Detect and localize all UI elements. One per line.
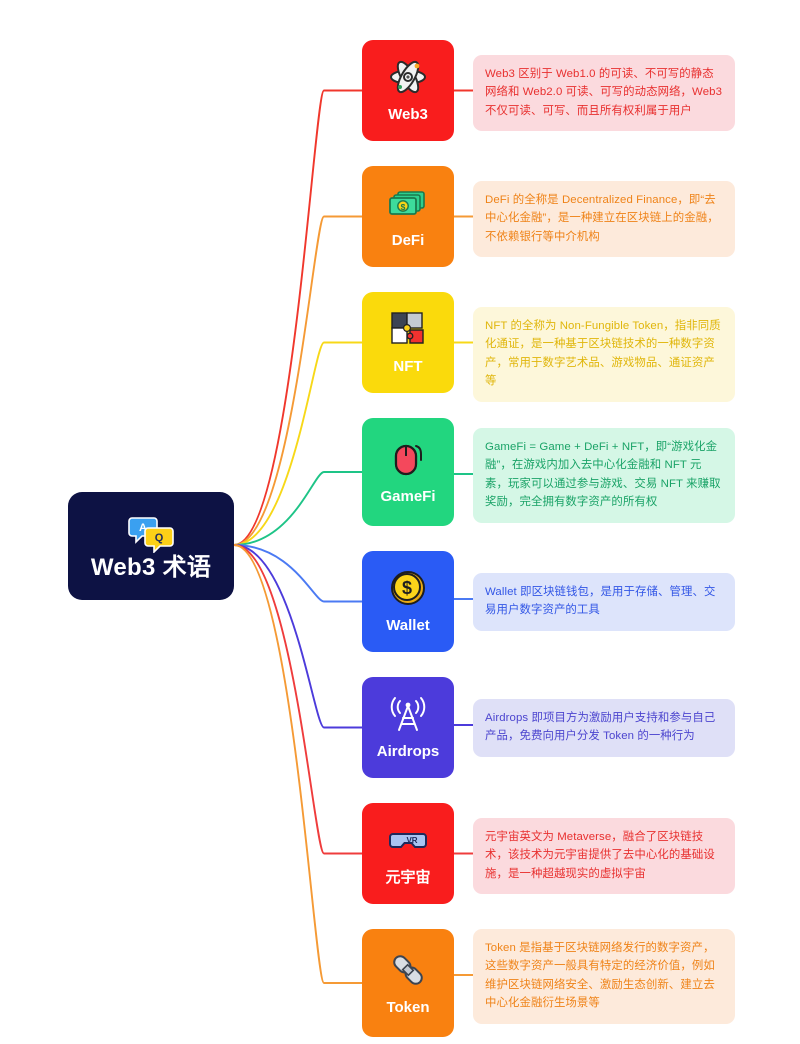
node-label-nft: NFT [393, 358, 423, 376]
description-defi: DeFi 的全称是 Decentralized Finance，即“去中心化金融… [473, 181, 735, 258]
node-gamefi[interactable]: GameFi [362, 418, 454, 526]
root-node-web3-terms[interactable]: A Q Web3 术语 [68, 492, 234, 600]
node-token[interactable]: Token [362, 929, 454, 1037]
banknotes-icon: $ [388, 183, 428, 223]
description-airdrops: Airdrops 即项目方为激励用户支持和参与自己产品，免费向用户分发 Toke… [473, 699, 735, 757]
node-label-defi: DeFi [391, 232, 425, 250]
description-web3: Web3 区别于 Web1.0 的可读、不可写的静态网络和 Web2.0 可读、… [473, 55, 735, 132]
node-label-wallet: Wallet [386, 617, 430, 635]
connector-root-to-gamefi [233, 471, 363, 546]
description-text-nft: NFT 的全称为 Non-Fungible Token，指非同质化通证，是一种基… [485, 320, 721, 388]
connector-root-to-nft [233, 341, 363, 546]
node-metaverse[interactable]: VR 元宇宙 [362, 803, 454, 904]
svg-text:$: $ [401, 202, 406, 212]
atom-icon [388, 57, 428, 97]
svg-text:$: $ [402, 578, 412, 598]
connector-root-to-metaverse [233, 544, 363, 855]
connector-root-to-airdrops [233, 544, 363, 729]
node-label-web3: Web3 [388, 106, 428, 124]
root-node-label: Web3 术语 [90, 553, 212, 581]
description-metaverse: 元宇宙英文为 Metaverse，融合了区块链技术，该技术为元宇宙提供了去中心化… [473, 818, 735, 895]
chain-link-icon [388, 950, 428, 990]
svg-text:A: A [139, 522, 147, 534]
description-nft: NFT 的全称为 Non-Fungible Token，指非同质化通证，是一种基… [473, 307, 735, 402]
svg-text:Q: Q [155, 532, 164, 544]
description-text-defi: DeFi 的全称是 Decentralized Finance，即“去中心化金融… [485, 194, 719, 243]
connector-root-to-wallet [233, 544, 363, 603]
description-wallet: Wallet 即区块链钱包，是用于存储、管理、交易用户数字资产的工具 [473, 573, 735, 631]
description-text-web3: Web3 区别于 Web1.0 的可读、不可写的静态网络和 Web2.0 可读、… [485, 68, 722, 117]
description-text-airdrops: Airdrops 即项目方为激励用户支持和参与自己产品，免费向用户分发 Toke… [485, 712, 716, 743]
description-gamefi: GameFi = Game + DeFi + NFT，即“游戏化金融”，在游戏内… [473, 428, 735, 523]
node-web3[interactable]: Web3 [362, 40, 454, 141]
gold-coin-dollar-icon: $ [388, 568, 428, 608]
connector-root-to-defi [233, 215, 363, 546]
puzzle-pieces-icon [388, 309, 428, 349]
connector-root-to-web3 [233, 89, 363, 546]
chat-bubbles-qa-icon: A Q [128, 515, 174, 554]
svg-text:VR: VR [406, 836, 417, 845]
node-label-gamefi: GameFi [380, 487, 436, 505]
vr-headset-icon: VR [388, 820, 428, 860]
node-airdrops[interactable]: Airdrops [362, 677, 454, 778]
description-text-gamefi: GameFi = Game + DeFi + NFT，即“游戏化金融”，在游戏内… [485, 441, 721, 509]
computer-mouse-icon [388, 439, 428, 479]
description-text-token: Token 是指基于区块链网络发行的数字资产，这些数字资产一般具有特定的经济价值… [485, 942, 715, 1010]
description-text-wallet: Wallet 即区块链钱包，是用于存储、管理、交易用户数字资产的工具 [485, 586, 716, 617]
node-label-metaverse: 元宇宙 [385, 869, 431, 887]
connector-root-to-token [233, 544, 363, 984]
description-token: Token 是指基于区块链网络发行的数字资产，这些数字资产一般具有特定的经济价值… [473, 929, 735, 1024]
broadcast-tower-icon [388, 694, 428, 734]
node-label-airdrops: Airdrops [376, 743, 440, 761]
node-label-token: Token [386, 998, 430, 1016]
description-text-metaverse: 元宇宙英文为 Metaverse，融合了区块链技术，该技术为元宇宙提供了去中心化… [485, 831, 715, 880]
node-nft[interactable]: NFT [362, 292, 454, 393]
node-wallet[interactable]: $ Wallet [362, 551, 454, 652]
node-defi[interactable]: $ DeFi [362, 166, 454, 267]
